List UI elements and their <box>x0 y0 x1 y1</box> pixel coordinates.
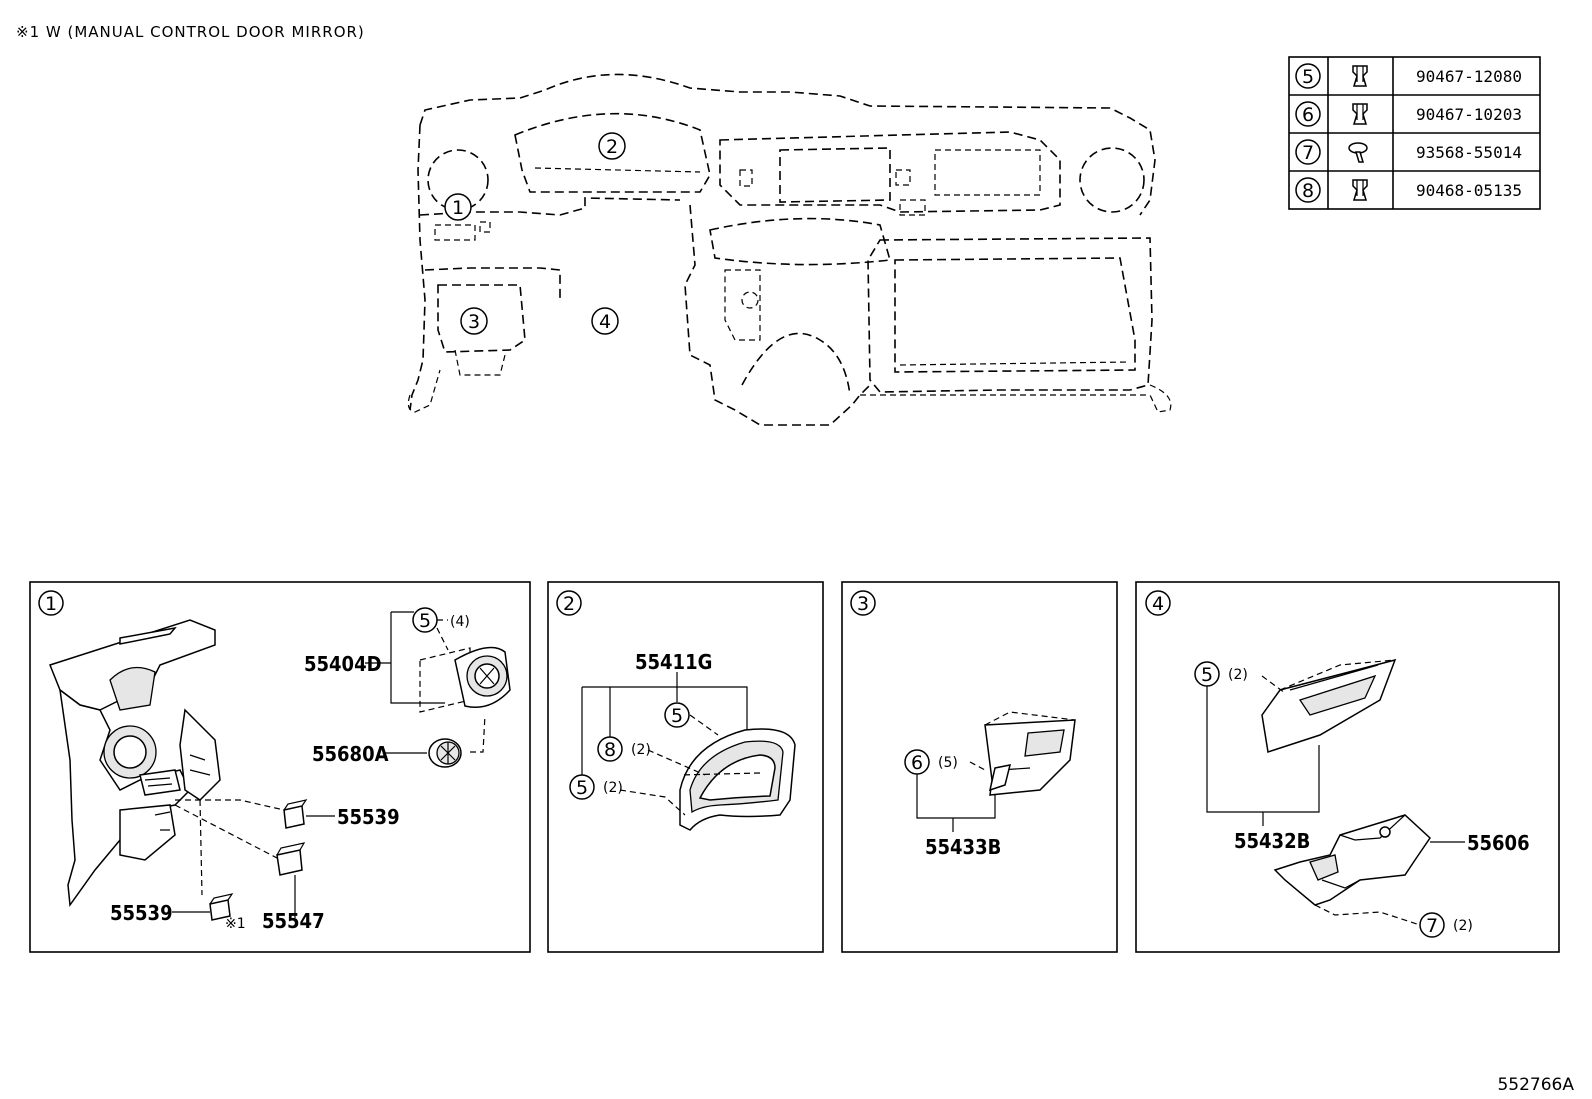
clip-callout-5-top[interactable]: 5 <box>664 702 690 728</box>
fastener-table: 5 90467-12080 6 90467-10203 7 <box>1288 56 1541 210</box>
part-label-55680A[interactable]: 55680A <box>312 742 389 766</box>
clip8-qty-label: (2) <box>631 742 651 758</box>
table-row[interactable]: 6 90467-10203 <box>1295 101 1522 127</box>
detail-panel-4: 4 5 (2) 55432B 55606 <box>1135 581 1560 953</box>
overview-callout-3[interactable]: 3 <box>460 307 488 335</box>
clip-callout-5-left[interactable]: 5 <box>569 774 595 800</box>
part-label-55433B[interactable]: 55433B <box>925 835 1001 859</box>
svg-text:5: 5 <box>419 610 431 632</box>
clip-callout-5[interactable]: 5 <box>412 607 438 633</box>
svg-text:1: 1 <box>45 593 57 615</box>
svg-text:5: 5 <box>1302 66 1314 88</box>
screw-icon <box>1348 142 1368 163</box>
panel-callout-3[interactable]: 3 <box>850 590 876 616</box>
overview-callout-4[interactable]: 4 <box>591 307 619 335</box>
svg-text:8: 8 <box>604 739 616 761</box>
screw7-qty-label: (2) <box>1453 918 1473 934</box>
header-note: ※1 W (MANUAL CONTROL DOOR MIRROR) <box>16 23 365 41</box>
detail-panel-1: 1 5 <box>29 581 531 953</box>
svg-text:90467-12080: 90467-12080 <box>1416 67 1522 86</box>
dash-left-section <box>49 619 221 908</box>
detail-panel-3: 3 6 (5) 55433B <box>841 581 1118 953</box>
drawing-code: 552766A <box>1497 1075 1574 1095</box>
svg-text:4: 4 <box>1152 593 1164 615</box>
svg-text:90467-10203: 90467-10203 <box>1416 105 1522 124</box>
svg-text:6: 6 <box>911 752 923 774</box>
svg-text:8: 8 <box>1302 180 1314 202</box>
part-label-55539-left[interactable]: 55539 <box>110 901 173 925</box>
svg-text:7: 7 <box>1426 915 1438 937</box>
note-mark: ※1 <box>225 916 246 932</box>
svg-text:5: 5 <box>1201 664 1213 686</box>
svg-text:90468-05135: 90468-05135 <box>1416 181 1522 200</box>
panel-callout-4[interactable]: 4 <box>1145 590 1171 616</box>
part-55547[interactable] <box>276 842 306 876</box>
svg-text:93568-55014: 93568-55014 <box>1416 143 1522 162</box>
part-label-55547[interactable]: 55547 <box>262 909 325 933</box>
part-55606[interactable] <box>1273 814 1431 906</box>
panel-callout-2[interactable]: 2 <box>556 590 582 616</box>
svg-text:7: 7 <box>1302 142 1314 164</box>
part-55411G[interactable] <box>679 728 796 831</box>
svg-text:5: 5 <box>576 777 588 799</box>
dashboard-overview <box>407 73 1172 426</box>
svg-text:2: 2 <box>563 593 575 615</box>
part-label-55404D[interactable]: 55404D <box>304 652 382 676</box>
part-label-55606[interactable]: 55606 <box>1467 831 1530 855</box>
table-row[interactable]: 8 90468-05135 <box>1295 177 1522 203</box>
panel-callout-1[interactable]: 1 <box>38 590 64 616</box>
clip6-qty-label: (5) <box>938 755 958 771</box>
part-55539-right[interactable] <box>283 799 308 829</box>
clip5-left-qty-label: (2) <box>603 780 623 796</box>
clip-icon <box>1352 65 1368 87</box>
svg-text:3: 3 <box>468 311 480 333</box>
clip-callout-8[interactable]: 8 <box>597 736 623 762</box>
table-row[interactable]: 5 90467-12080 <box>1295 63 1522 89</box>
clip5-qty-label: (2) <box>1228 667 1248 683</box>
part-55432B[interactable] <box>1261 658 1397 753</box>
svg-text:4: 4 <box>599 311 611 333</box>
overview-callout-1[interactable]: 1 <box>444 193 472 221</box>
svg-text:3: 3 <box>857 593 869 615</box>
part-label-55411G[interactable]: 55411G <box>635 650 712 674</box>
part-label-55539-right[interactable]: 55539 <box>337 805 400 829</box>
detail-panel-2: 2 55411G 5 8 (2) 5 (2) <box>547 581 824 953</box>
svg-text:2: 2 <box>606 136 618 158</box>
clip-callout-6[interactable]: 6 <box>904 749 930 775</box>
svg-text:6: 6 <box>1302 104 1314 126</box>
screw-callout-7[interactable]: 7 <box>1419 912 1445 938</box>
svg-text:5: 5 <box>671 705 683 727</box>
part-label-55432B[interactable]: 55432B <box>1234 829 1310 853</box>
overview-callout-2[interactable]: 2 <box>598 132 626 160</box>
part-55404D[interactable] <box>419 646 511 713</box>
clip-icon <box>1352 179 1368 201</box>
svg-text:1: 1 <box>452 197 464 219</box>
clip-qty-label: (4) <box>450 614 470 630</box>
clip-icon <box>1352 103 1368 125</box>
part-55539-left[interactable] <box>209 893 234 921</box>
part-55680A[interactable] <box>428 738 462 768</box>
part-55433B[interactable] <box>984 719 1076 796</box>
table-row[interactable]: 7 93568-55014 <box>1295 139 1522 165</box>
clip-callout-5[interactable]: 5 <box>1194 661 1220 687</box>
